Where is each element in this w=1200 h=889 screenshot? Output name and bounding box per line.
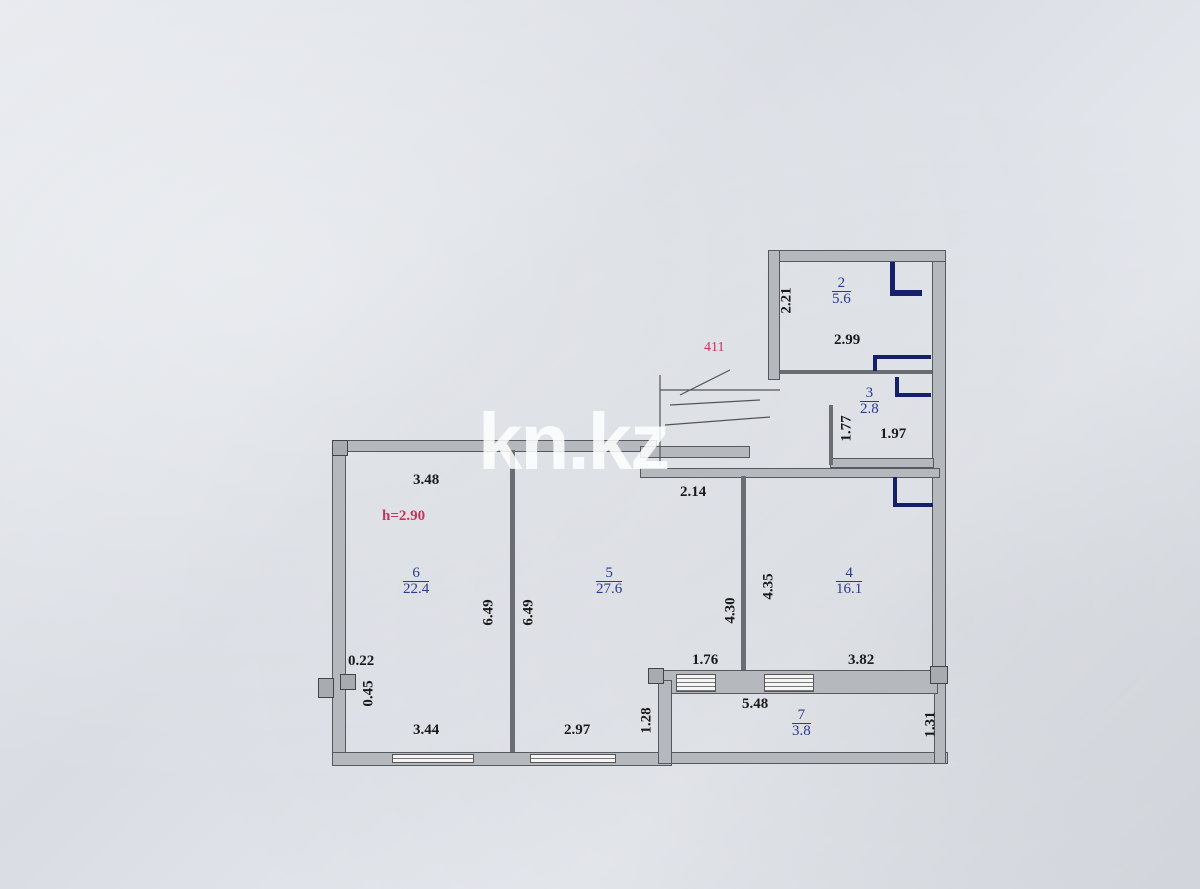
dim-room3-width: 1.97 — [880, 426, 907, 442]
partition-room6-room5 — [510, 450, 515, 752]
ceiling-height: h=2.90 — [382, 508, 426, 524]
fixture-room2-bottom — [873, 355, 931, 371]
dim-room5-corner: 1.28 — [638, 707, 655, 734]
dim-room7-depth: 1.31 — [922, 711, 939, 738]
dim-room2-height: 2.21 — [778, 287, 795, 314]
window — [764, 674, 814, 692]
column — [340, 674, 356, 690]
window — [530, 754, 616, 763]
column — [930, 666, 948, 684]
partition-room3-left — [829, 405, 833, 465]
wall-bottom-right — [658, 752, 948, 764]
fixture-room4 — [893, 477, 933, 507]
dim-room6-top: 3.48 — [413, 472, 440, 488]
stair-marker: 411 — [704, 340, 725, 355]
dim-room2-width: 2.99 — [834, 332, 861, 348]
dim-room6-bottom: 3.44 — [413, 722, 440, 738]
wall-room3-bottom — [830, 458, 934, 468]
column — [332, 440, 348, 456]
window — [392, 754, 474, 763]
dim-room3-height: 1.77 — [838, 415, 855, 442]
fixture-room2 — [890, 262, 922, 296]
dim-room4-bottom: 3.82 — [848, 652, 875, 668]
wall-room2-left — [768, 250, 780, 380]
dim-room4-side: 4.35 — [760, 573, 777, 600]
dim-room5-right: 4.30 — [722, 597, 739, 624]
room-4-label: 4 16.1 — [836, 565, 863, 597]
window — [676, 674, 716, 692]
room-3-label: 3 2.8 — [860, 385, 879, 417]
watermark-logo: kn.kz — [478, 397, 670, 486]
wall-room4-top — [640, 468, 940, 478]
partition-room2-room3 — [780, 370, 932, 374]
wall-left — [332, 440, 346, 766]
wall-bottom-left — [332, 752, 672, 766]
partition-room5-room4 — [741, 476, 746, 670]
wall-corridor-top — [640, 446, 750, 458]
stair-sketch — [659, 369, 780, 465]
dim-room6-side: 6.49 — [480, 599, 497, 626]
room-6-label: 6 22.4 — [403, 565, 430, 597]
dim-room5-top: 2.14 — [680, 484, 707, 500]
wall-balcony-left — [658, 680, 672, 764]
fixture-room3 — [895, 377, 931, 397]
dim-room6-pier-b: 0.45 — [360, 680, 377, 707]
dim-room7-width: 5.48 — [742, 696, 769, 712]
wall-top-right — [768, 250, 946, 262]
dim-room5-side: 6.49 — [520, 599, 537, 626]
room-5-label: 5 27.6 — [596, 565, 623, 597]
column — [648, 668, 664, 684]
room-2-label: 2 5.6 — [832, 275, 851, 307]
dim-room6-pier-a: 0.22 — [348, 653, 375, 669]
dim-room5-window: 1.76 — [692, 652, 719, 668]
wall-right — [932, 250, 946, 670]
room-7-label: 7 3.8 — [792, 707, 811, 739]
dim-room5-bottom: 2.97 — [564, 722, 591, 738]
column — [318, 678, 334, 698]
